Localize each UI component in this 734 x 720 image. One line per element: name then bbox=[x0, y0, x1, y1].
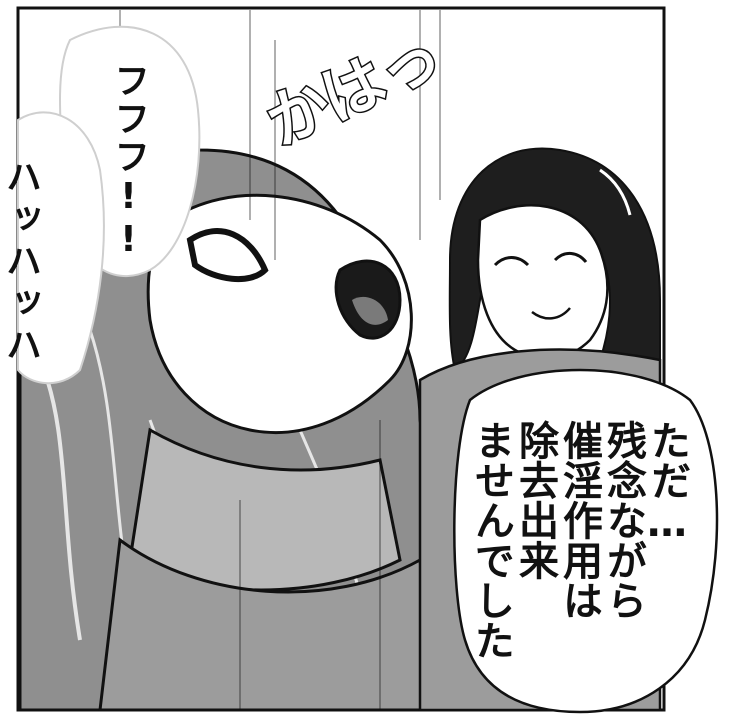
edge-speech-bubble bbox=[17, 111, 105, 385]
edge-bubble-text: ハッハッハ bbox=[0, 158, 41, 368]
right-bubble-line-3: 催淫作用は bbox=[556, 420, 602, 620]
right-bubble-line-5: ませんでした bbox=[468, 420, 514, 660]
right-bubble-line-2: 残念ながら bbox=[600, 420, 646, 620]
screaming-figure-icon bbox=[18, 147, 472, 712]
left-panel-strip bbox=[0, 0, 16, 720]
right-speech-bubble bbox=[453, 368, 719, 714]
right-bubble-line-1: ただ… bbox=[644, 420, 690, 546]
right-bubble-line-4: 除去出来 bbox=[512, 420, 558, 580]
left-bubble-text: フフフ!! bbox=[108, 62, 149, 262]
